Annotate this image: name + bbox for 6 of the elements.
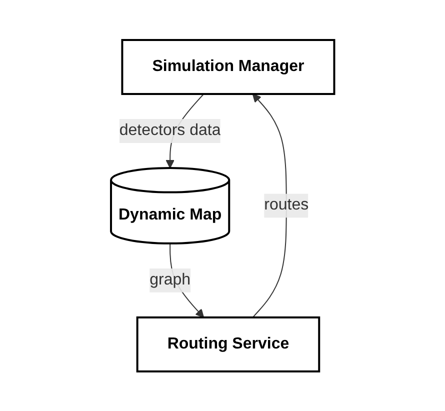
arrow (252, 93, 287, 318)
node-box: Simulation Manager (121, 38, 336, 95)
node-box: Routing Service (136, 316, 320, 372)
edge-label: routes (264, 196, 308, 214)
edge-label: detectors data (119, 122, 221, 139)
edge-label: graph (149, 271, 190, 288)
